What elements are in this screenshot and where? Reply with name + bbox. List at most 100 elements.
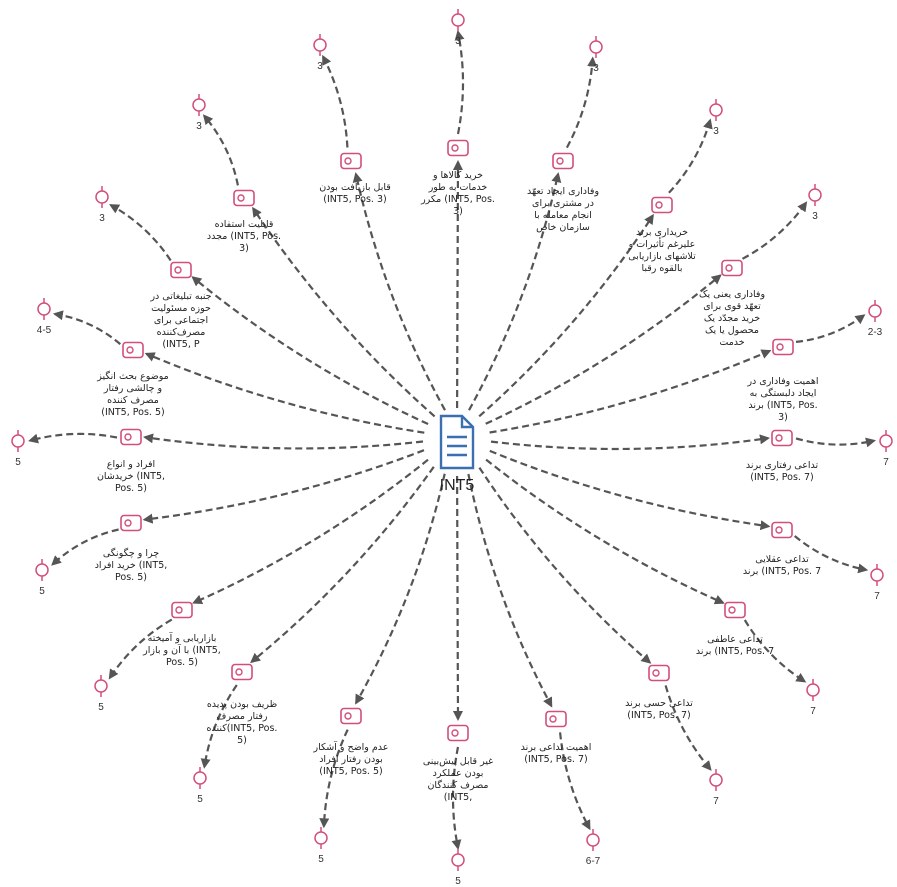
code-marker-n3[interactable]: 3 xyxy=(192,94,206,132)
code-marker-n1[interactable]: 3 xyxy=(451,9,465,47)
edge-n18-to-code xyxy=(741,201,808,260)
code-label: 2-3 xyxy=(868,327,883,338)
edge-center-to-n2 xyxy=(352,172,446,411)
edges-layer xyxy=(142,160,772,721)
edge-center-to-n3 xyxy=(252,206,436,418)
node-label-line: وفاداری ایجاد تعهّد xyxy=(527,186,599,197)
node-label-line: (INT5, Pos. 7) xyxy=(524,754,587,765)
code-label: 3 xyxy=(812,211,818,222)
code-label: 5 xyxy=(15,457,21,468)
node-n2[interactable]: قابل بازیافت بودن(INT5, Pos. 3) xyxy=(319,152,391,206)
node-label-line: سازمان خاص xyxy=(536,222,590,233)
code-marker-n9[interactable]: 5 xyxy=(193,767,207,805)
node-label-line: بودن رفتار افراد xyxy=(319,754,383,765)
edge-center-to-n8 xyxy=(192,458,429,605)
code-marker-n6[interactable]: 5 xyxy=(11,430,25,468)
code-marker-n13[interactable]: 7 xyxy=(709,769,723,807)
code-marker-n14[interactable]: 7 xyxy=(806,679,820,717)
code-marker-n19[interactable]: 3 xyxy=(709,99,723,137)
node-label-line: (INT5, Pos. 7) xyxy=(627,710,690,721)
node-label: تداعی حسی برند(INT5, Pos. 7) xyxy=(625,698,693,721)
code-marker-icon xyxy=(94,675,108,697)
code-label: 3 xyxy=(593,63,599,74)
edge-center-to-n11 xyxy=(452,475,463,721)
code-label: 7 xyxy=(713,796,719,807)
node-label-line: اجتماعی برای xyxy=(154,315,208,326)
node-icon xyxy=(651,196,673,214)
code-marker-icon xyxy=(709,99,723,121)
node-label-line: با آن و بازار (INT5, xyxy=(142,643,221,656)
code-marker-n2[interactable]: 3 xyxy=(313,34,327,72)
edge-n2-to-code xyxy=(322,54,349,148)
edge-center-to-n4 xyxy=(191,276,429,426)
edge-n5-to-code xyxy=(52,310,122,345)
code-label: 3 xyxy=(455,36,461,47)
node-n12[interactable]: اهمیت تداعی برند(INT5, Pos. 7) xyxy=(521,710,592,766)
code-marker-n18[interactable]: 3 xyxy=(808,184,822,222)
code-marker-n15[interactable]: 7 xyxy=(870,564,884,602)
edge-n3-to-code xyxy=(202,114,239,186)
code-marker-n5[interactable]: 4-5 xyxy=(37,298,52,336)
node-icon xyxy=(340,707,362,725)
code-marker-n11[interactable]: 5 xyxy=(451,849,465,887)
code-marker-icon xyxy=(709,769,723,791)
node-icon xyxy=(724,601,746,619)
edge-n15-to-code xyxy=(793,535,869,574)
code-label: 7 xyxy=(874,591,880,602)
code-marker-n17[interactable]: 2-3 xyxy=(868,300,883,338)
node-label-line: جنبه تبلیغاتی در xyxy=(149,291,211,302)
node-label: قابل بازیافت بودن(INT5, Pos. 3) xyxy=(319,182,391,205)
code-marker-n7[interactable]: 5 xyxy=(35,559,49,597)
code-marker-n16[interactable]: 7 xyxy=(879,430,893,468)
code-marker-icon xyxy=(868,300,882,322)
node-label-line: در مشتری برای xyxy=(532,198,594,209)
code-marker-n20[interactable]: 3 xyxy=(589,36,603,74)
node-icon xyxy=(545,710,567,728)
code-marker-icon xyxy=(314,827,328,849)
node-label-line: اهمیت وفاداری در xyxy=(746,376,818,387)
node-n16[interactable]: تداعی رفتاری برند(INT5, Pos. 7) xyxy=(746,429,819,484)
code-marker-n10[interactable]: 5 xyxy=(314,827,328,865)
code-marker-n8[interactable]: 5 xyxy=(94,675,108,713)
code-label: 5 xyxy=(318,854,324,865)
edge-n4-to-code xyxy=(109,204,172,262)
node-label-line: علیرغم تأثیرات و xyxy=(628,237,696,250)
node-label-line: خرید کالاها و xyxy=(432,170,483,181)
node-label-line: قابل بازیافت بودن xyxy=(319,182,391,193)
node-icon xyxy=(552,152,574,170)
center-node[interactable]: INT5 xyxy=(440,414,475,494)
node-label: تداعی رفتاری برند(INT5, Pos. 7) xyxy=(746,460,819,483)
edge-n12-to-code xyxy=(559,732,591,831)
node-label-line: موضوع بحث انگیز xyxy=(96,370,168,382)
node-icon xyxy=(233,189,255,207)
node-label-line: غیر قابل پیش‌بینی xyxy=(423,756,493,767)
node-icon xyxy=(170,261,192,279)
code-label: 5 xyxy=(98,702,104,713)
code-marker-n4[interactable]: 3 xyxy=(95,186,109,224)
node-n13[interactable]: تداعی حسی برند(INT5, Pos. 7) xyxy=(625,664,693,722)
code-marker-n12[interactable]: 6-7 xyxy=(586,829,601,867)
